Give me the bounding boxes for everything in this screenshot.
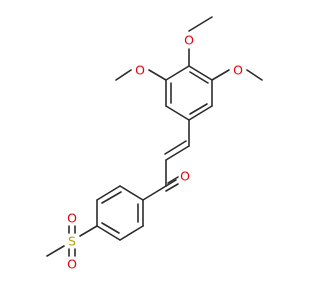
oxygen-atom-ketone: O [180, 169, 190, 184]
methoxy-top [188, 16, 213, 67]
sulfur-atom: S [68, 234, 76, 249]
methoxy-right [211, 69, 263, 81]
oxygen-atom-methoxy-left: O [135, 63, 145, 78]
trimethoxyphenyl-ring [165, 65, 213, 121]
oxygen-atom-methoxy-top: O [184, 33, 194, 48]
methoxy-left [115, 69, 167, 81]
sulfonyl-group [46, 225, 98, 257]
enone-chain [142, 119, 190, 201]
oxygen-atom-methoxy-right: O [233, 63, 243, 78]
methylsulfonylphenyl-ring [96, 185, 144, 241]
oxygen-atom-sulfonyl-bottom: O [67, 257, 77, 272]
oxygen-atom-sulfonyl-top: O [67, 211, 77, 226]
chemical-structure: O O O O S O O [46, 16, 263, 272]
